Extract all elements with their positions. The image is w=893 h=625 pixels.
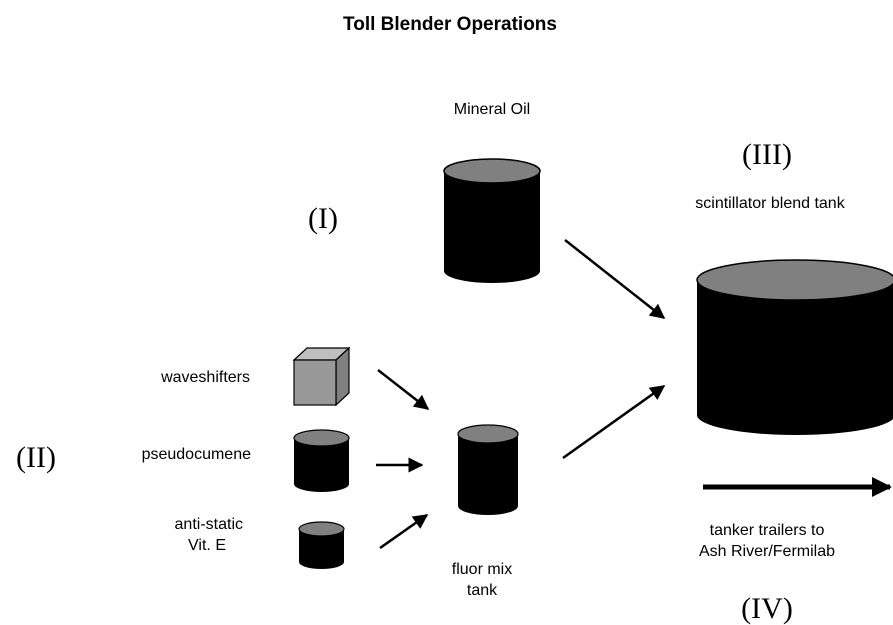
tanker-label-line1: tanker trailers to [710,522,825,539]
fluor-mix-label-line1: fluor mix [452,561,512,578]
mineral-oil-tank [443,158,541,283]
fluor-mix-label-line2: tank [467,582,498,599]
antistatic-label-line1: anti-static [175,516,243,533]
pseudocumene-label: pseudocumene [142,446,252,463]
stage-label-ii: (II) [16,441,56,474]
antistatic-label-line2: Vit. E [188,537,226,554]
mineral-oil-label: Mineral Oil [454,101,530,118]
stage-label-iii: (III) [742,138,792,171]
diagram-title: Toll Blender Operations [343,14,557,35]
waveshifters-label: waveshifters [160,369,250,386]
arrow-mineral-oil-to-blend [564,239,666,319]
scintillator-blend-tank [696,259,893,435]
stage-label-i: (I) [308,202,338,235]
scintillator-tank-label: scintillator blend tank [695,195,845,212]
stage-label-iv: (IV) [741,592,793,625]
fluor-mix-tank [457,424,519,515]
arrow-antistatic-to-fluor [379,513,429,550]
tanker-label-line2: Ash River/Fermilab [699,543,835,560]
arrow-waveshifters-to-fluor [377,369,430,410]
antistatic-container [298,521,345,569]
arrow-fluor-to-blend [562,384,666,460]
pseudocumene-container [293,429,350,492]
waveshifters-cube [292,346,351,407]
